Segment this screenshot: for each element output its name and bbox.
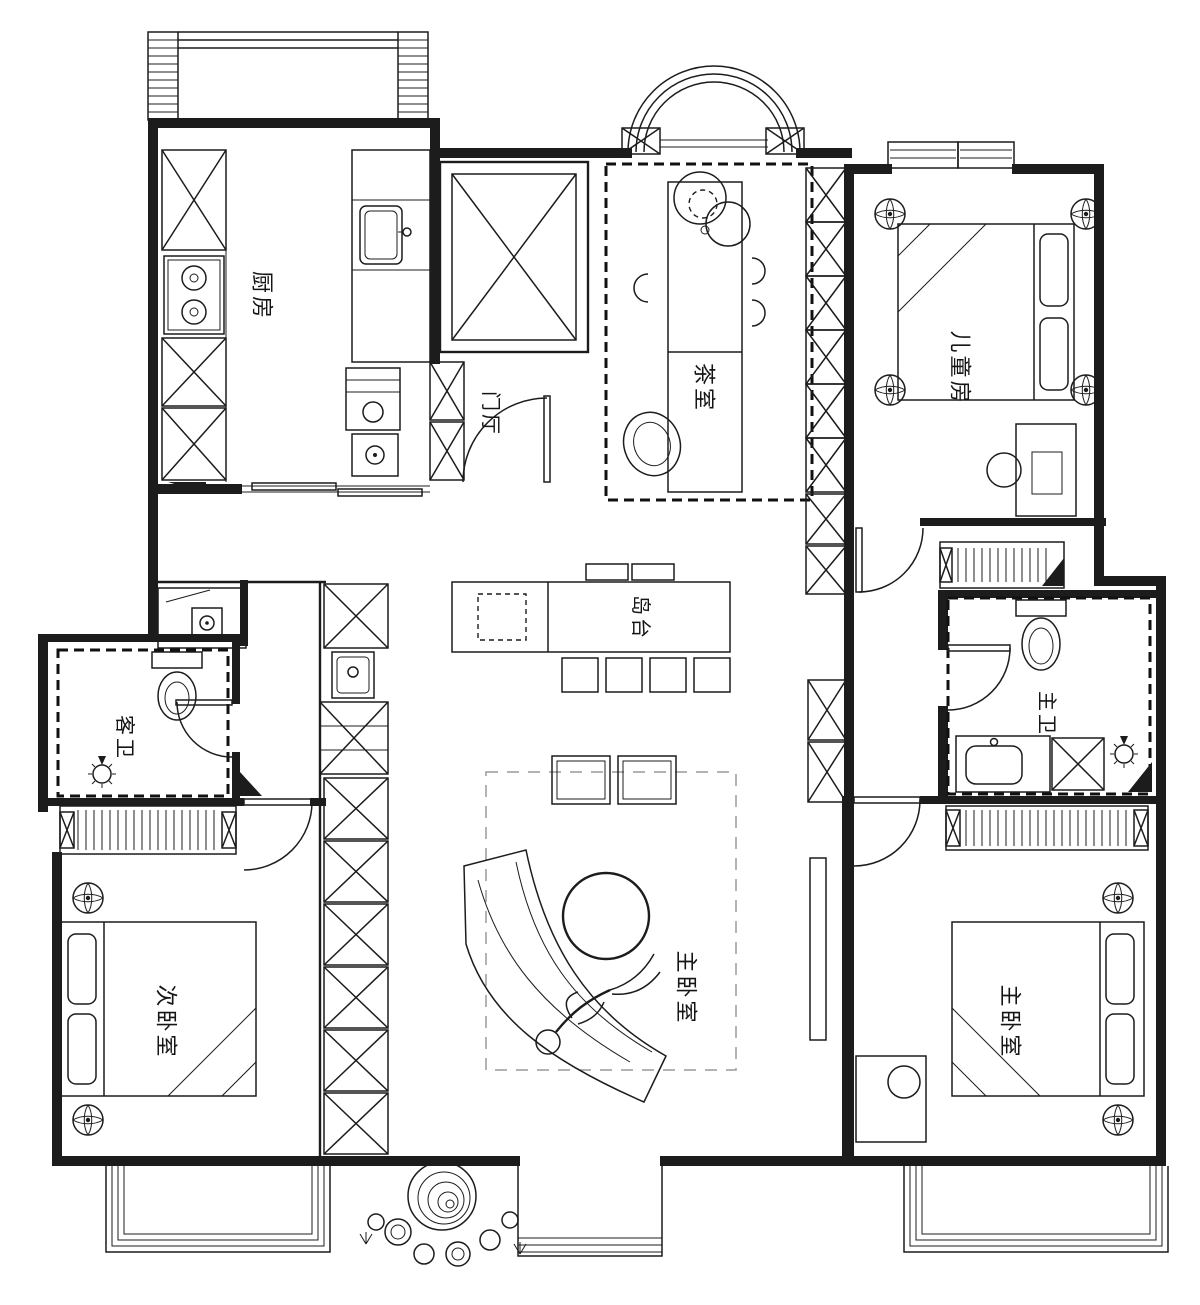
stool xyxy=(631,563,675,581)
arched-balcony xyxy=(621,65,805,155)
island-label: 岛台 xyxy=(629,595,652,641)
windows-top-right xyxy=(887,141,1015,169)
bed xyxy=(897,223,1075,401)
kids-room xyxy=(855,198,1102,593)
oven-icon xyxy=(345,367,401,431)
chair-icon xyxy=(887,1065,921,1099)
section-marker xyxy=(240,772,262,796)
appliance-icon xyxy=(331,651,375,699)
desk xyxy=(855,1055,927,1143)
window-bottom-center xyxy=(517,1166,663,1257)
bay-window-top-left xyxy=(147,31,429,121)
center-master-suite xyxy=(463,755,827,1103)
louver-band-left xyxy=(59,772,262,855)
master-bedroom-door xyxy=(853,796,921,867)
floor-drain-icon xyxy=(351,433,399,477)
plant-icon xyxy=(874,198,906,230)
second-bedroom-door xyxy=(243,798,313,871)
sink-icon xyxy=(359,205,412,265)
lounge-chair xyxy=(622,411,682,477)
bed xyxy=(951,921,1145,1097)
plant-icon xyxy=(72,1104,104,1136)
bay-window-bottom-left xyxy=(105,1166,331,1253)
toilet-icon xyxy=(1015,599,1067,671)
chaise-lounge xyxy=(463,849,667,1103)
section-marker xyxy=(1042,558,1064,586)
tv-board xyxy=(809,857,827,1041)
pantry xyxy=(157,587,247,649)
bed xyxy=(59,921,257,1097)
round-table xyxy=(561,871,651,961)
person-figure xyxy=(535,953,661,1055)
master-bath-door xyxy=(947,644,1011,711)
kitchen-label: 厨房 xyxy=(250,271,275,321)
room-labels: 厨房 门厅 茶室 儿童房 岛台 客卫 主卫 次卧室 主卧室 主卧室 xyxy=(113,271,1058,1060)
tea-room xyxy=(604,162,814,502)
stool xyxy=(585,563,629,581)
stool xyxy=(605,657,643,693)
counter-right xyxy=(351,149,431,363)
toilet-icon xyxy=(151,651,203,721)
plant-top xyxy=(673,171,751,247)
bay-window-bottom-right xyxy=(903,1166,1169,1253)
louver-band-right xyxy=(945,805,1149,851)
kitchen-room xyxy=(161,149,431,497)
pipe-shaft-column-lower xyxy=(807,679,847,803)
pouf xyxy=(551,755,611,805)
plants xyxy=(359,1161,527,1267)
shower-icon xyxy=(87,755,117,789)
plant-icon xyxy=(72,882,104,914)
tea-room-label: 茶室 xyxy=(692,363,717,413)
desk xyxy=(986,423,1077,517)
guest-bath-label: 客卫 xyxy=(113,715,136,761)
elevator-shaft xyxy=(429,160,590,481)
kitchen-island xyxy=(451,563,731,693)
walls xyxy=(38,118,1166,1166)
second-bedroom-label: 次卧室 xyxy=(154,984,179,1059)
section-marker xyxy=(1128,762,1152,792)
right-master-label: 主卧室 xyxy=(998,984,1023,1059)
plant-icon xyxy=(1102,882,1134,914)
plant-icon xyxy=(874,374,906,406)
chair-left xyxy=(633,273,649,303)
kids-room-label: 儿童房 xyxy=(948,330,973,405)
chair-right-1 xyxy=(751,257,766,285)
stool xyxy=(649,657,687,693)
section-marker xyxy=(168,482,206,494)
stool xyxy=(561,657,599,693)
entry-door xyxy=(462,395,551,483)
master-bath-label: 主卫 xyxy=(1035,691,1058,737)
center-master-label: 主卧室 xyxy=(674,950,699,1025)
plant-icon xyxy=(1102,1104,1134,1136)
second-bedroom xyxy=(59,798,313,1136)
louver-band-kids xyxy=(939,541,1065,589)
chair-right-2 xyxy=(751,299,766,327)
guest-bath xyxy=(56,648,233,798)
master-bath xyxy=(946,596,1152,796)
pouf xyxy=(617,755,677,805)
shower-icon xyxy=(1109,735,1139,769)
foyer-label: 门厅 xyxy=(479,391,502,437)
sliding-door xyxy=(242,482,430,497)
guest-bath-door xyxy=(175,699,233,758)
right-master-bedroom xyxy=(853,796,1145,1143)
stove-icon xyxy=(163,255,225,335)
cabinet-column xyxy=(319,583,389,1155)
chair-icon xyxy=(986,452,1022,488)
stool xyxy=(693,657,731,693)
kids-door xyxy=(855,527,924,593)
pipe-shaft-column xyxy=(805,167,847,595)
vanity-sink-icon xyxy=(955,735,1051,793)
